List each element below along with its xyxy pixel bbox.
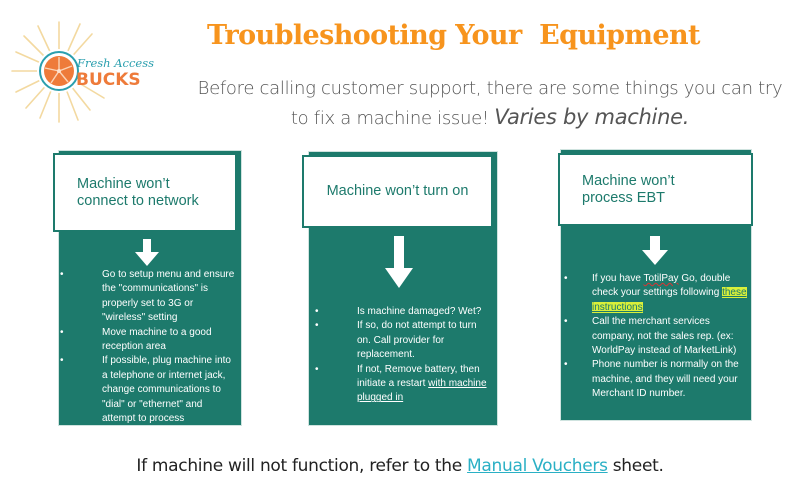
card-ebt-title-line1: Machine won’t [582,172,675,189]
card-network-list: •Go to setup menu and ensure the "commun… [60,268,238,426]
list-item: •Phone number is normally on the machine… [564,359,739,400]
subtitle-line-2: to fix a machine issue! Varies by machin… [290,105,690,129]
down-arrow-icon [385,236,413,288]
down-arrow-icon [135,239,159,266]
card-network-title-line2: connect to network [77,192,199,209]
list-item: •Call the merchant services company, not… [564,316,737,357]
card-power-title: Machine won’t turn on [326,183,469,199]
card-power-list: •Is machine damaged? Wet? •If so, do not… [315,305,493,406]
page-title: Troubleshooting Your Equipment [207,20,700,51]
card-network-header: Machine won’t connect to network [53,153,237,232]
card-network-title-line1: Machine won’t [77,175,170,192]
list-item: •If not, Remove battery, then initiate a… [315,363,487,404]
list-item: •If so, do not attempt to turn on. Call … [315,320,477,361]
list-item: •If you have TotilPay Go, double check y… [564,273,747,313]
subtitle-emphasis: Varies by machine. [494,105,690,129]
plugged-in-link[interactable]: with machine plugged in [357,378,487,404]
subtitle-line-1: Before calling customer support, there a… [197,78,783,99]
card-ebt-title-line2: process EBT [582,189,665,206]
list-item: •Go to setup menu and ensure the "commun… [60,269,235,324]
svg-text:BUCKS: BUCKS [76,70,141,90]
card-power-header: Machine won’t turn on [302,155,493,228]
fresh-access-bucks-logo: Fresh Access BUCKS [4,14,164,129]
page-subtitle: Before calling customer support, there a… [180,75,800,133]
svg-text:Fresh Access: Fresh Access [76,56,154,70]
card-ebt-list: •If you have TotilPay Go, double check y… [564,272,752,402]
list-item: •If possible, plug machine into a teleph… [60,355,231,425]
list-item: •Move machine to a good reception area [60,326,212,353]
manual-vouchers-link[interactable]: Manual Vouchers [467,456,608,476]
down-arrow-icon [642,236,668,265]
footer-note: If machine will not function, refer to t… [136,456,664,476]
card-ebt-header: Machine won’t process EBT [558,153,753,226]
sunburst-orange-logo-icon: Fresh Access BUCKS [11,21,154,123]
list-item: •Is machine damaged? Wet? [315,306,482,317]
